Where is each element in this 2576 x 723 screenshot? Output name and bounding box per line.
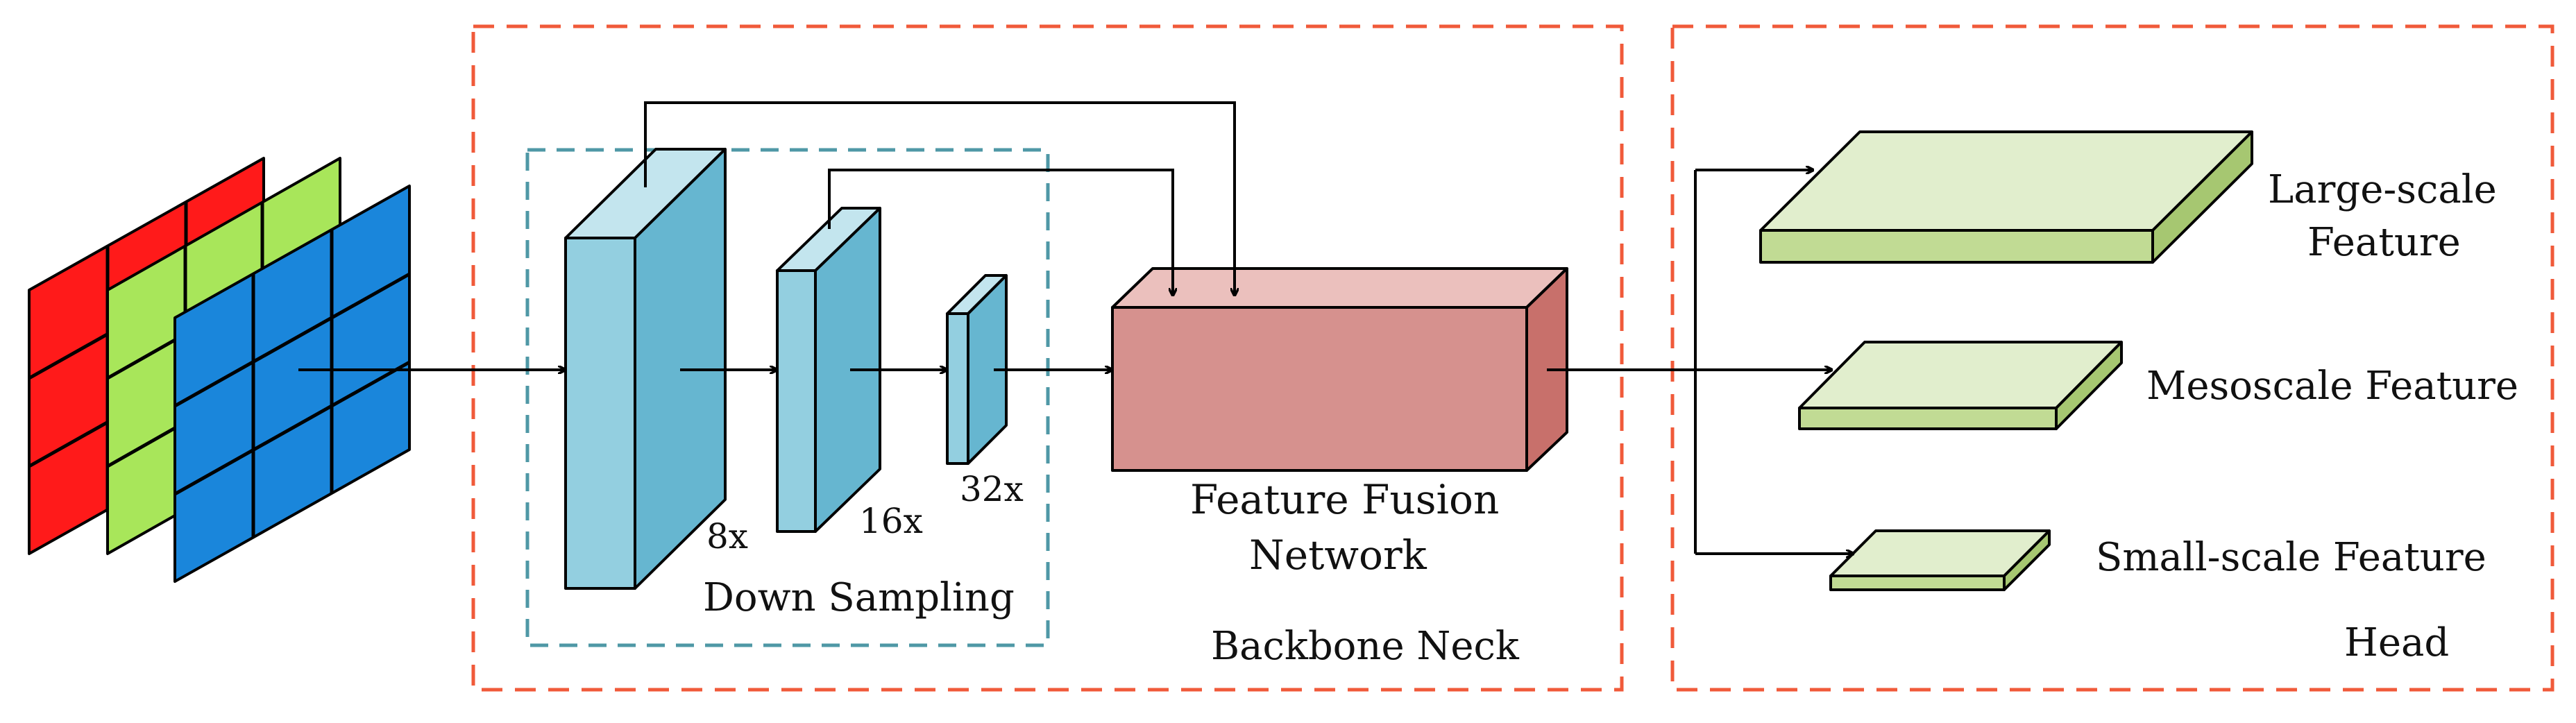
label-16x: 16x	[859, 501, 923, 541]
small-scale-feature-plate	[1829, 529, 2051, 591]
feature-fusion-block	[1111, 267, 1568, 472]
small-scale-feature-label: Small-scale Feature	[2096, 535, 2486, 580]
blue-channel-layer	[173, 185, 411, 583]
feature-fusion-label-line2: Network	[1249, 531, 1427, 579]
block-32x	[946, 274, 1008, 465]
head-label: Head	[2344, 620, 2449, 665]
block-16x	[776, 207, 881, 533]
mesoscale-feature-label: Mesoscale Feature	[2146, 364, 2518, 409]
large-scale-feature-label-line1: Large-scale	[2268, 167, 2497, 212]
head-region	[1670, 24, 2554, 692]
mesoscale-feature-plate	[1798, 341, 2123, 430]
large-scale-feature-plate	[1759, 130, 2253, 264]
backbone-neck-region	[471, 24, 1624, 692]
down-sampling-region	[525, 148, 1050, 647]
large-scale-feature-label-line2: Feature	[2307, 220, 2461, 265]
skip-8x-to-fusion	[644, 101, 1235, 296]
label-32x: 32x	[960, 469, 1024, 509]
backbone-neck-label: Backbone Neck	[1211, 624, 1520, 669]
connectors	[298, 101, 1854, 554]
label-8x: 8x	[706, 516, 748, 556]
down-sampling-label: Down Sampling	[703, 575, 1015, 620]
skip-16x-to-fusion	[828, 169, 1173, 296]
feature-fusion-label-line1: Feature Fusion	[1190, 476, 1499, 523]
input-image-stack	[28, 157, 411, 583]
